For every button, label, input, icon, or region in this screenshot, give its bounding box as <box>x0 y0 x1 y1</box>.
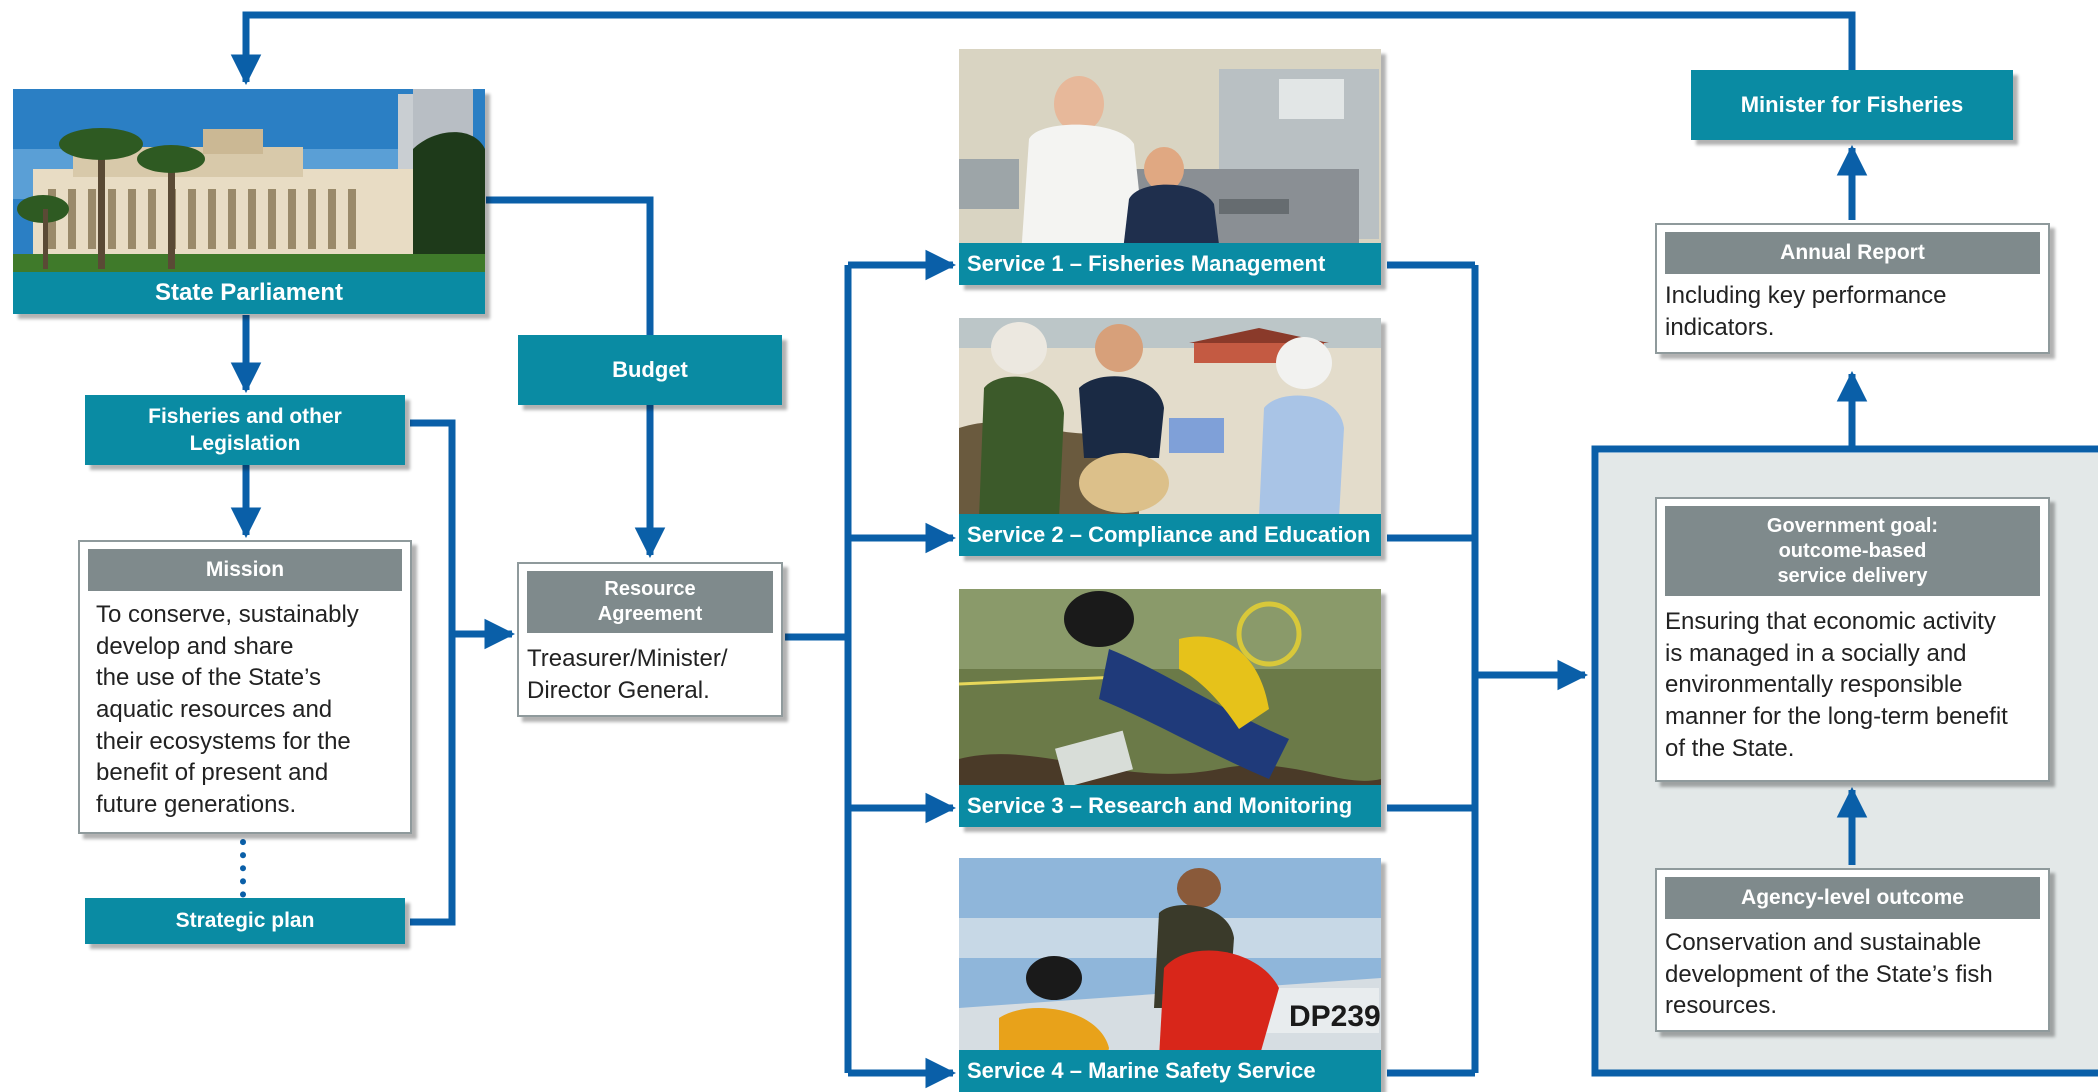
parliament-card: State Parliament <box>13 89 485 314</box>
service-2-label: Service 2 – Compliance and Education <box>959 514 1381 556</box>
service-4-label: Service 4 – Marine Safety Service <box>959 1050 1381 1092</box>
government-goal-text: Ensuring that economic activity is manag… <box>1665 608 2008 762</box>
agency-outcome-title: Agency-level outcome <box>1665 877 2040 919</box>
feedback-arrow <box>230 11 1856 86</box>
strategic-plan-box: Strategic plan <box>85 898 405 944</box>
bracket-line <box>410 419 456 926</box>
legislation-label-line2: Legislation <box>189 432 301 455</box>
resource-agreement-text: Treasurer/Minister/ Director General. <box>527 645 728 704</box>
government-goal-box: Government goal: outcome-based service d… <box>1655 497 2050 782</box>
service-3-card: Service 3 – Research and Monitoring <box>959 589 1381 827</box>
agency-outcome-box: Agency-level outcome Conservation and su… <box>1655 868 2050 1032</box>
service-4-card: DP239 Service 4 – Marine Safety Service <box>959 858 1381 1092</box>
service-3-label: Service 3 – Research and Monitoring <box>959 785 1381 827</box>
annual-report-title: Annual Report <box>1665 232 2040 274</box>
resource-agreement-title: Resource Agreement <box>527 571 773 633</box>
mission-text: To conserve, sustainably develop and sha… <box>96 601 359 819</box>
annual-report-text: Including key performance indicators. <box>1665 282 1947 341</box>
mission-title: Mission <box>88 549 402 591</box>
mission-box: Mission To conserve, sustainably develop… <box>78 540 412 834</box>
parliament-label: State Parliament <box>13 272 485 314</box>
minister-box: Minister for Fisheries <box>1691 70 2013 140</box>
service-2-card: Service 2 – Compliance and Education <box>959 318 1381 556</box>
resource-agreement-box: Resource Agreement Treasurer/Minister/ D… <box>517 562 783 717</box>
service-1-card: Service 1 – Fisheries Management <box>959 49 1381 285</box>
annual-report-box: Annual Report Including key performance … <box>1655 223 2050 354</box>
agency-outcome-text: Conservation and sustainable development… <box>1665 929 1993 1020</box>
budget-box: Budget <box>518 335 782 405</box>
line-parliament-budget <box>486 196 654 335</box>
service-1-label: Service 1 – Fisheries Management <box>959 243 1381 285</box>
government-goal-title: Government goal: outcome-based service d… <box>1665 506 2040 596</box>
svg-text:DP239: DP239 <box>1289 1000 1381 1033</box>
legislation-label-line1: Fisheries and other <box>148 404 342 428</box>
legislation-box: Fisheries and other Legislation <box>85 395 405 465</box>
parliament-building-photo <box>13 89 485 279</box>
